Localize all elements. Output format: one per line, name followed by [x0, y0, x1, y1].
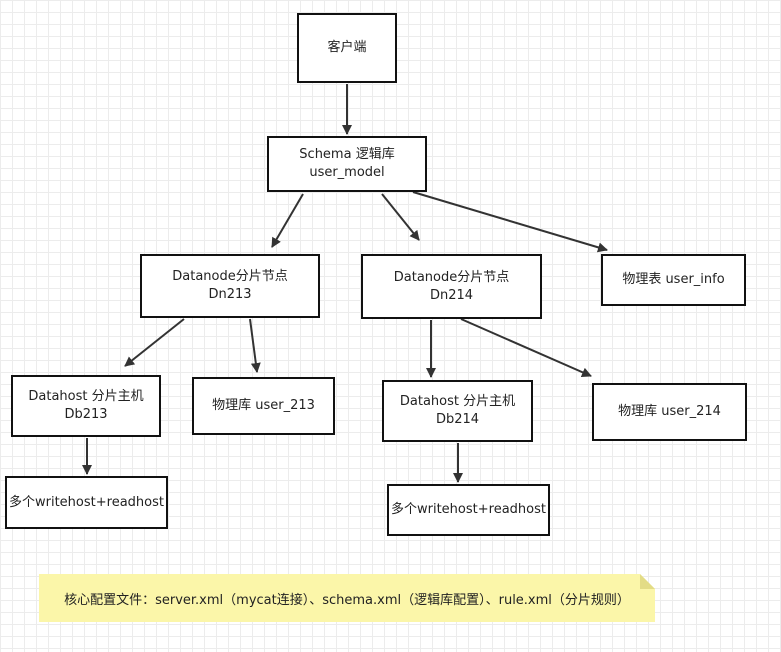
- node-datahost-213-title: Datahost 分片主机: [28, 389, 144, 404]
- node-datahost-214-title: Datahost 分片主机: [399, 394, 516, 409]
- config-note-text: 核心配置文件：server.xml（mycat连接）、schema.xml（逻辑…: [64, 592, 630, 608]
- node-datanode-213-name: Dn213: [208, 287, 252, 302]
- arrow-datanode213-to-datahost213: [124, 318, 185, 367]
- arrow-datanode213-to-physdb213: [249, 318, 261, 373]
- node-datanode-213[interactable]: Datanode分片节点 Dn213: [140, 254, 320, 318]
- node-datanode-214[interactable]: Datanode分片节点 Dn214: [361, 254, 542, 319]
- node-table-user-info-label: 物理表 user_info: [622, 272, 725, 287]
- node-client-label: 客户端: [327, 40, 367, 55]
- node-hosts-214-label: 多个writehost+readhost: [391, 502, 546, 517]
- node-hosts-214[interactable]: 多个writehost+readhost: [387, 484, 550, 536]
- node-datanode-214-title: Datanode分片节点: [393, 269, 510, 285]
- node-datahost-213[interactable]: Datahost 分片主机 Db213: [11, 375, 161, 437]
- arrow-schema-to-table_user_info: [412, 191, 608, 253]
- node-datanode-214-name: Dn214: [429, 287, 474, 303]
- node-client[interactable]: 客户端: [297, 13, 397, 83]
- node-datahost-214[interactable]: Datahost 分片主机 Db214: [382, 380, 533, 442]
- arrow-schema-to-datanode214: [381, 193, 420, 241]
- node-physical-db-214[interactable]: 物理库 user_214: [592, 383, 747, 441]
- arrow-schema-to-datanode213: [271, 193, 304, 248]
- arrow-datanode214-to-physdb214: [460, 318, 592, 377]
- node-physical-db-214-label: 物理库 user_214: [618, 404, 721, 419]
- node-physical-db-213[interactable]: 物理库 user_213: [192, 377, 335, 435]
- node-datanode-213-title: Datanode分片节点: [172, 269, 288, 284]
- node-datahost-214-name: Db214: [435, 412, 480, 427]
- node-table-user-info[interactable]: 物理表 user_info: [601, 254, 746, 306]
- node-physical-db-213-label: 物理库 user_213: [212, 398, 315, 413]
- node-schema-title: Schema 逻辑库: [299, 147, 395, 162]
- node-datahost-213-name: Db213: [64, 407, 108, 422]
- config-note: 核心配置文件：server.xml（mycat连接）、schema.xml（逻辑…: [39, 574, 655, 622]
- node-schema-name: user_model: [309, 165, 385, 180]
- node-schema[interactable]: Schema 逻辑库 user_model: [267, 136, 427, 192]
- node-hosts-213-label: 多个writehost+readhost: [9, 494, 164, 510]
- node-hosts-213[interactable]: 多个writehost+readhost: [5, 476, 168, 529]
